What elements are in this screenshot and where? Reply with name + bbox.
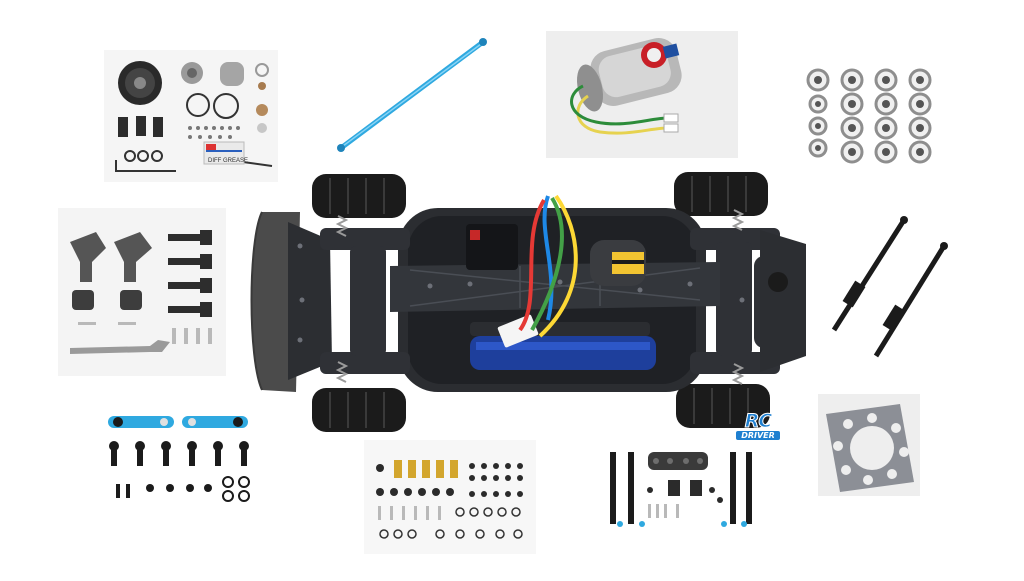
logo-main-text: RC	[744, 410, 773, 433]
suspension-parts-photo	[58, 208, 226, 376]
grease-sticker-text: DIFF GREASE	[208, 158, 248, 164]
motor-photo	[546, 31, 738, 158]
universal-shafts-photo	[831, 216, 948, 358]
logo-sub-text: DRIVER	[736, 431, 780, 440]
rc-driver-logo: RC DRIVER	[736, 410, 780, 442]
ball-bearings-photo	[806, 68, 932, 164]
chassis-photo	[250, 172, 806, 432]
differential-parts-photo	[104, 50, 278, 182]
motor-plate-photo	[818, 394, 920, 496]
center-driveshaft-photo	[337, 38, 487, 152]
carbon-posts-photo	[604, 446, 764, 532]
shock-parts-photo	[364, 440, 536, 554]
steering-parts-photo	[96, 410, 266, 514]
